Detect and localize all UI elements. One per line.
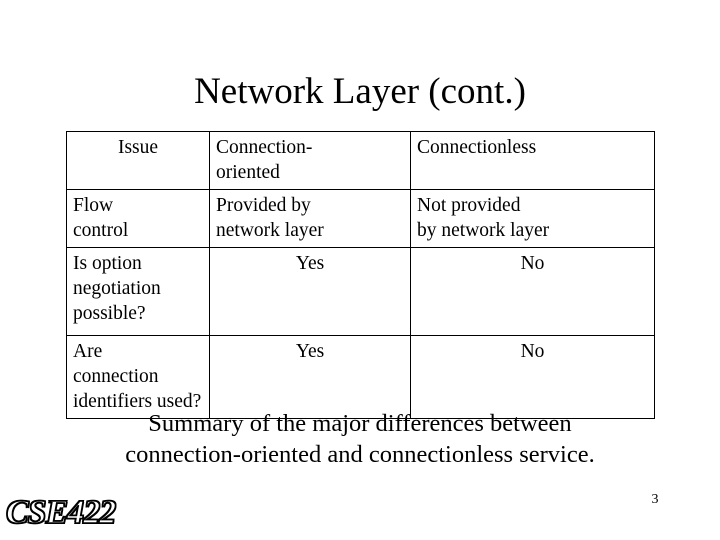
row-connection-identifiers-issue: Are connection identifiers used? <box>66 335 210 419</box>
row-connection-identifiers-connection-oriented: Yes <box>209 335 411 419</box>
row-flow-control-co-line2: network layer <box>216 220 324 241</box>
row-flow-control-issue-line2: control <box>73 220 129 241</box>
row-option-negotiation-issue-line1: Is option <box>73 253 142 274</box>
row-flow-control-connectionless: Not provided by network layer <box>410 189 655 248</box>
table-row: Is option negotiation possible? Yes No <box>66 247 655 336</box>
header-issue-label: Issue <box>117 137 159 158</box>
row-flow-control-cl-line1: Not provided <box>417 195 521 216</box>
row-connection-identifiers-connectionless: No <box>410 335 655 419</box>
header-cell-connection-oriented: Connection- oriented <box>209 131 411 190</box>
table-row: Flow control Provided by network layer N… <box>66 189 655 248</box>
row-connection-identifiers-issue-line3: identifiers used? <box>73 391 202 412</box>
row-option-negotiation-issue: Is option negotiation possible? <box>66 247 210 336</box>
summary-text: Summary of the major differences between… <box>40 408 680 470</box>
row-flow-control-issue-line1: Flow <box>73 195 114 216</box>
row-option-negotiation-issue-line3: possible? <box>73 303 146 324</box>
row-option-negotiation-issue-line2: negotiation <box>73 278 161 299</box>
row-option-negotiation-connectionless: No <box>410 247 655 336</box>
row-option-negotiation-connection-oriented: Yes <box>209 247 411 336</box>
row-connection-identifiers-issue-line2: connection <box>73 366 159 387</box>
row-flow-control-cl-line2: by network layer <box>417 220 550 241</box>
header-connectionless-label: Connectionless <box>417 137 537 158</box>
summary-line-1: Summary of the major differences between <box>148 410 572 437</box>
row-flow-control-co-line1: Provided by <box>216 195 311 216</box>
page-title: Network Layer (cont.) <box>194 71 526 112</box>
header-connection-oriented-line1: Connection- <box>216 137 313 158</box>
cse422-logo: CSE422 <box>5 493 117 532</box>
row-flow-control-connection-oriented: Provided by network layer <box>209 189 411 248</box>
comparison-table: Issue Connection- oriented Connectionles… <box>66 131 655 419</box>
page-number: 3 <box>651 492 659 507</box>
header-cell-connectionless: Connectionless <box>410 131 655 190</box>
header-cell-issue: Issue <box>66 131 210 190</box>
summary-line-2: connection-oriented and connectionless s… <box>125 441 595 468</box>
row-connection-identifiers-issue-line1: Are <box>73 341 103 362</box>
header-connection-oriented-line2: oriented <box>216 162 280 183</box>
comparison-table-container: Issue Connection- oriented Connectionles… <box>66 131 655 419</box>
row-flow-control-issue: Flow control <box>66 189 210 248</box>
table-row: Are connection identifiers used? Yes No <box>66 335 655 419</box>
table-header-row: Issue Connection- oriented Connectionles… <box>66 131 655 190</box>
